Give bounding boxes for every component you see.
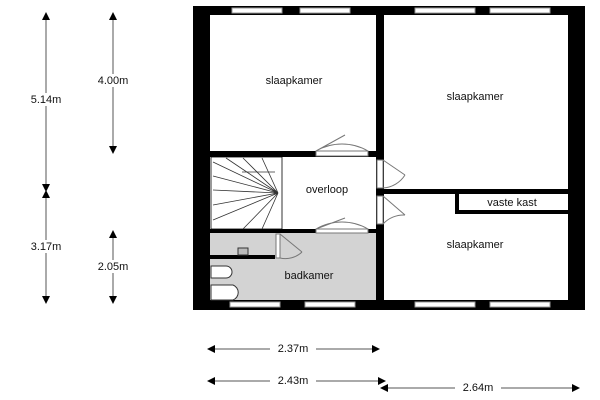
dimension-label-4-00: 4.00m — [98, 75, 129, 87]
dimension-label-2-43: 2.43m — [278, 375, 309, 387]
room-label-closet: vaste kast — [487, 197, 537, 209]
dimension-label-2-37: 2.37m — [278, 343, 309, 355]
room-label-bathroom: badkamer — [285, 270, 334, 282]
doors — [275, 134, 406, 260]
bathroom-fixtures — [210, 247, 249, 301]
dimension-label-5-14: 5.14m — [31, 94, 62, 106]
room-label-bedroom-top-right: slaapkamer — [447, 91, 504, 103]
windows — [229, 7, 551, 308]
dimension-label-3-17: 3.17m — [31, 241, 62, 253]
walls — [193, 6, 585, 310]
dimension-label-2-64: 2.64m — [463, 382, 494, 394]
staircase — [210, 156, 283, 230]
room-label-bedroom-bottom-right: slaapkamer — [447, 239, 504, 251]
room-label-bedroom-top-left: slaapkamer — [266, 75, 323, 87]
dimension-label-2-05: 2.05m — [98, 261, 129, 273]
room-label-landing: overloop — [306, 184, 348, 196]
